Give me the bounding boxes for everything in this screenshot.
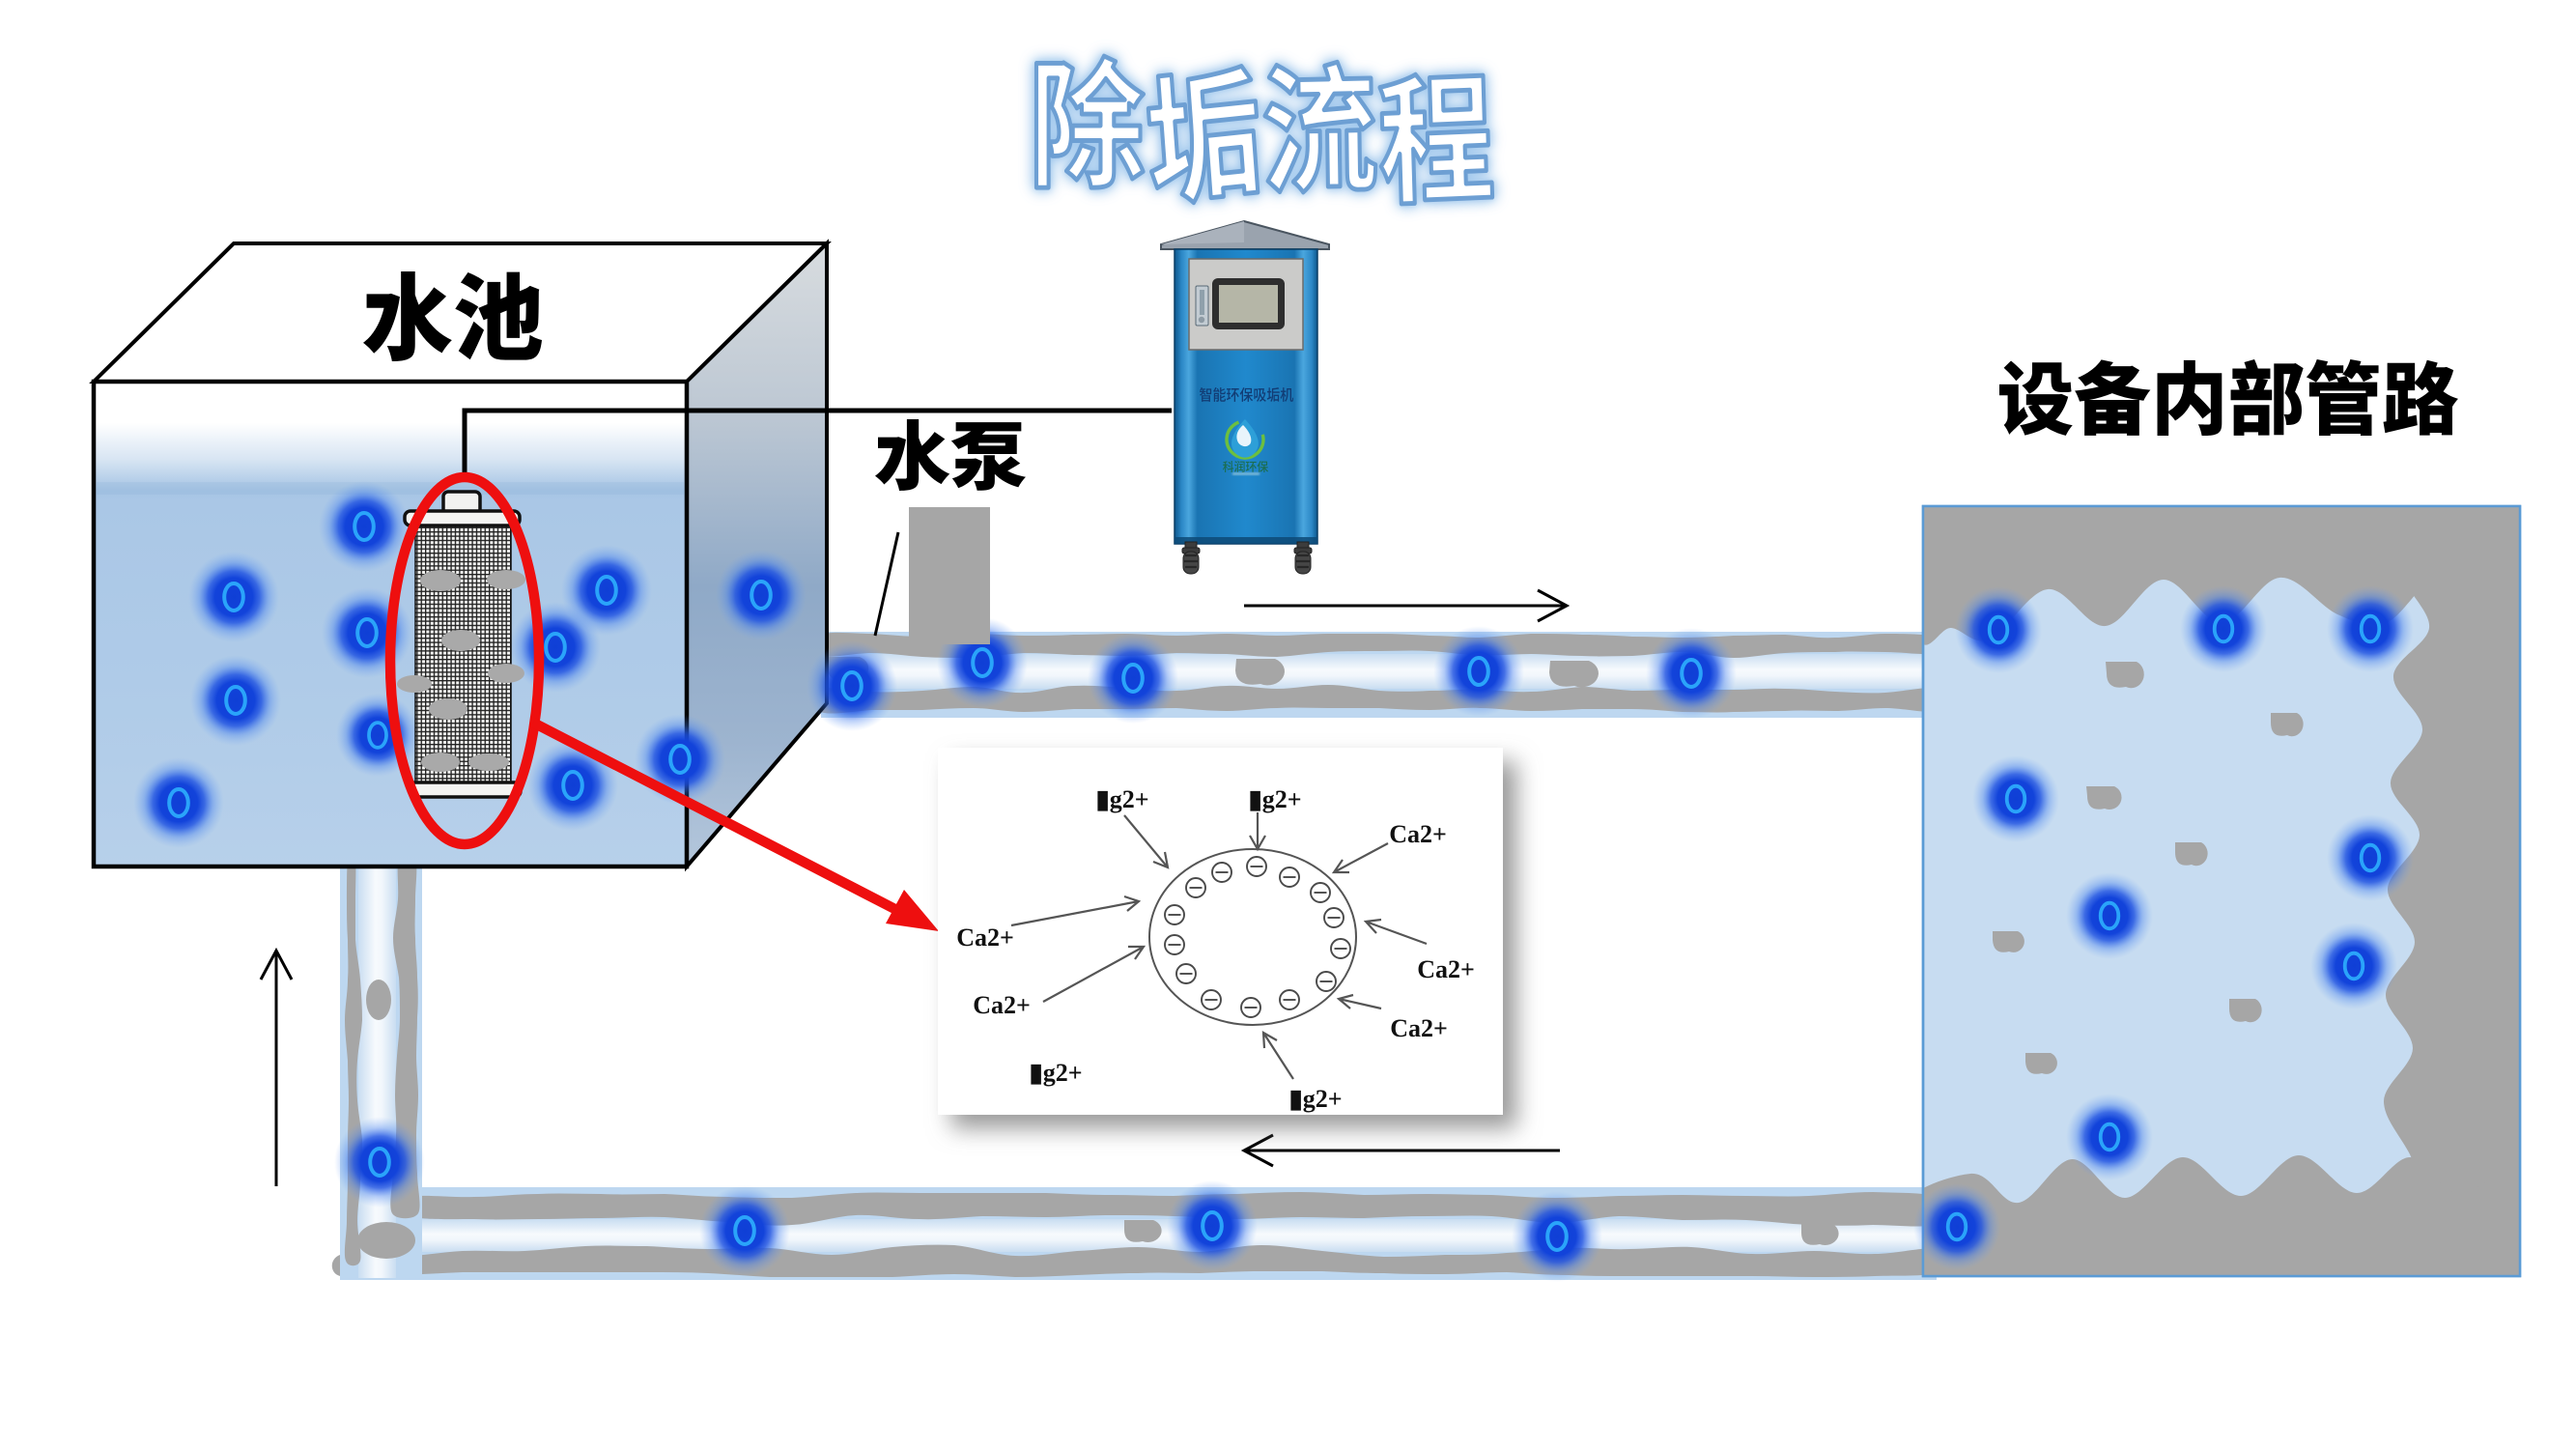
svg-text:▮g2+: ▮g2+: [1095, 785, 1148, 813]
svg-text:▮g2+: ▮g2+: [1029, 1059, 1082, 1087]
svg-text:Ca2+: Ca2+: [973, 991, 1031, 1019]
svg-text:Ca2+: Ca2+: [1417, 955, 1475, 983]
svg-text:Ca2+: Ca2+: [1390, 1014, 1448, 1042]
svg-text:Ca2+: Ca2+: [1389, 820, 1447, 848]
svg-text:▮g2+: ▮g2+: [1288, 1085, 1342, 1113]
svg-text:▮g2+: ▮g2+: [1248, 785, 1301, 813]
svg-text:Ca2+: Ca2+: [956, 923, 1014, 952]
